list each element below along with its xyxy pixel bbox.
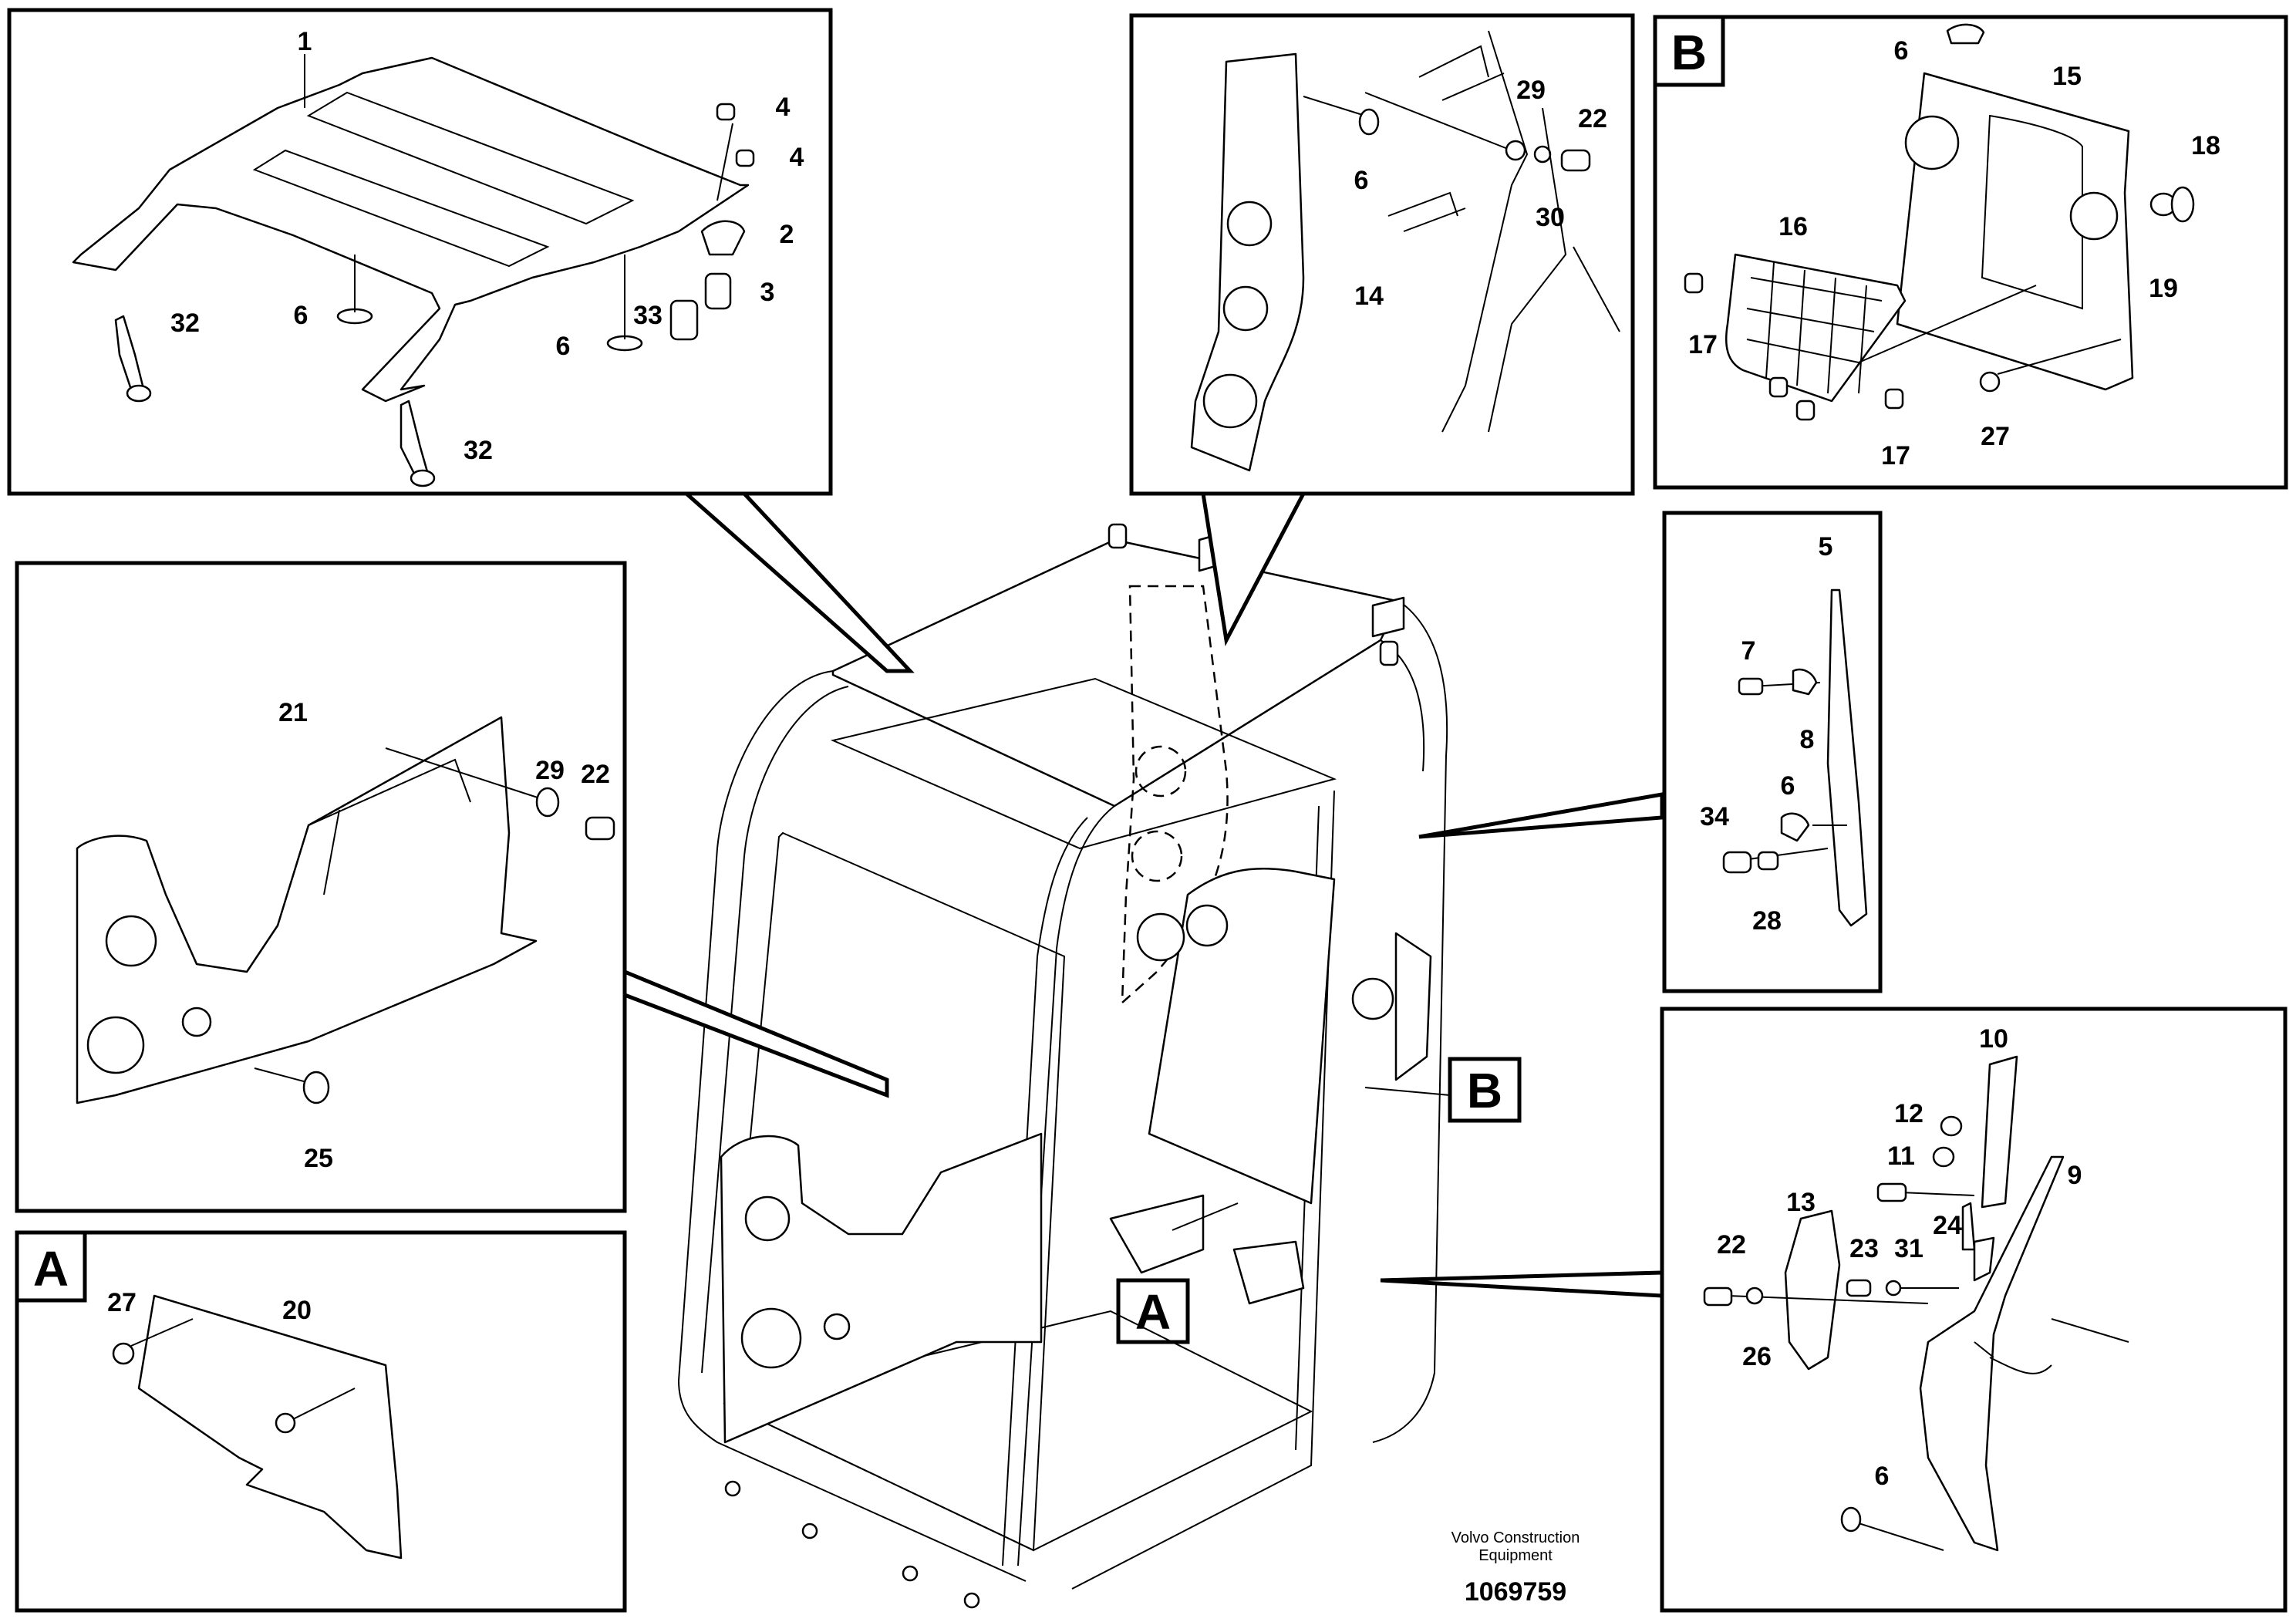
panel-door-trim xyxy=(1660,1007,2288,1613)
callout-8: 8 xyxy=(1800,725,1815,754)
callout-28: 28 xyxy=(1752,906,1782,936)
view-tag-b-box xyxy=(1448,1057,1522,1123)
callout-6a: 6 xyxy=(294,301,308,330)
document-number: 1069759 xyxy=(1465,1577,1566,1607)
callout-17a: 17 xyxy=(1688,330,1718,359)
callout-11: 11 xyxy=(1887,1141,1915,1171)
callout-6c: 6 xyxy=(1354,166,1369,195)
callout-5: 5 xyxy=(1819,532,1833,561)
callout-10: 10 xyxy=(1979,1024,2008,1054)
callout-4b: 4 xyxy=(790,143,804,172)
callout-15: 15 xyxy=(2052,62,2082,91)
view-tag-a: A xyxy=(1135,1284,1171,1340)
callout-labels: 1 4 4 2 3 33 6 6 32 32 29 22 6 30 14 6 1… xyxy=(107,27,2220,1491)
panel-view-b xyxy=(1653,15,2288,490)
callout-34: 34 xyxy=(1700,802,1729,831)
panel-side-liner xyxy=(15,561,627,1213)
view-tags: B A A B xyxy=(33,25,1707,1344)
callout-25: 25 xyxy=(304,1144,333,1173)
callout-32a: 32 xyxy=(170,309,200,338)
callout-14: 14 xyxy=(1354,282,1384,311)
callout-7: 7 xyxy=(1741,636,1756,666)
callout-3: 3 xyxy=(760,278,775,307)
callout-21: 21 xyxy=(278,698,308,727)
callout-2: 2 xyxy=(780,220,794,249)
callout-32b: 32 xyxy=(464,436,493,465)
cab-main-drawing xyxy=(677,523,1448,1609)
panel-roof-liner xyxy=(7,8,833,496)
panel-edge-trim xyxy=(1662,511,1883,993)
callout-30: 30 xyxy=(1536,203,1565,232)
callout-12: 12 xyxy=(1894,1099,1923,1128)
callout-22a: 22 xyxy=(1578,104,1607,133)
callout-16: 16 xyxy=(1778,212,1808,241)
panel-tag-b: B xyxy=(1671,25,1707,80)
callout-1: 1 xyxy=(298,27,312,56)
callout-6b: 6 xyxy=(556,332,571,361)
callout-18: 18 xyxy=(2191,131,2220,160)
callout-31: 31 xyxy=(1894,1234,1923,1263)
callout-9: 9 xyxy=(2068,1161,2082,1190)
callout-6e: 6 xyxy=(1781,771,1795,801)
callout-29a: 29 xyxy=(1516,76,1546,105)
callout-13: 13 xyxy=(1786,1188,1816,1217)
callout-27b: 27 xyxy=(107,1288,137,1317)
panel-view-a xyxy=(15,1230,627,1613)
panel-tag-a: A xyxy=(33,1241,69,1297)
callout-33: 33 xyxy=(633,301,663,330)
footer: Volvo Construction Equipment 1069759 xyxy=(1451,1529,1580,1607)
callout-20: 20 xyxy=(282,1296,312,1325)
callout-22c: 22 xyxy=(1717,1230,1746,1259)
view-tag-a-box xyxy=(1116,1278,1190,1344)
callout-17b: 17 xyxy=(1881,441,1910,470)
callout-23: 23 xyxy=(1849,1234,1879,1263)
callout-19: 19 xyxy=(2149,274,2178,303)
view-tag-b: B xyxy=(1467,1063,1502,1118)
footer-company-line1: Volvo Construction xyxy=(1451,1529,1580,1546)
panel-pillar-duct xyxy=(1129,13,1635,496)
callout-6d: 6 xyxy=(1894,36,1909,66)
callout-4a: 4 xyxy=(776,93,791,122)
callout-29b: 29 xyxy=(535,756,565,785)
callout-26: 26 xyxy=(1742,1342,1772,1371)
callout-27a: 27 xyxy=(1981,422,2010,451)
callout-6f: 6 xyxy=(1875,1462,1890,1491)
footer-company-line2: Equipment xyxy=(1478,1547,1553,1564)
callout-24: 24 xyxy=(1933,1211,1962,1240)
callout-22b: 22 xyxy=(581,760,610,789)
